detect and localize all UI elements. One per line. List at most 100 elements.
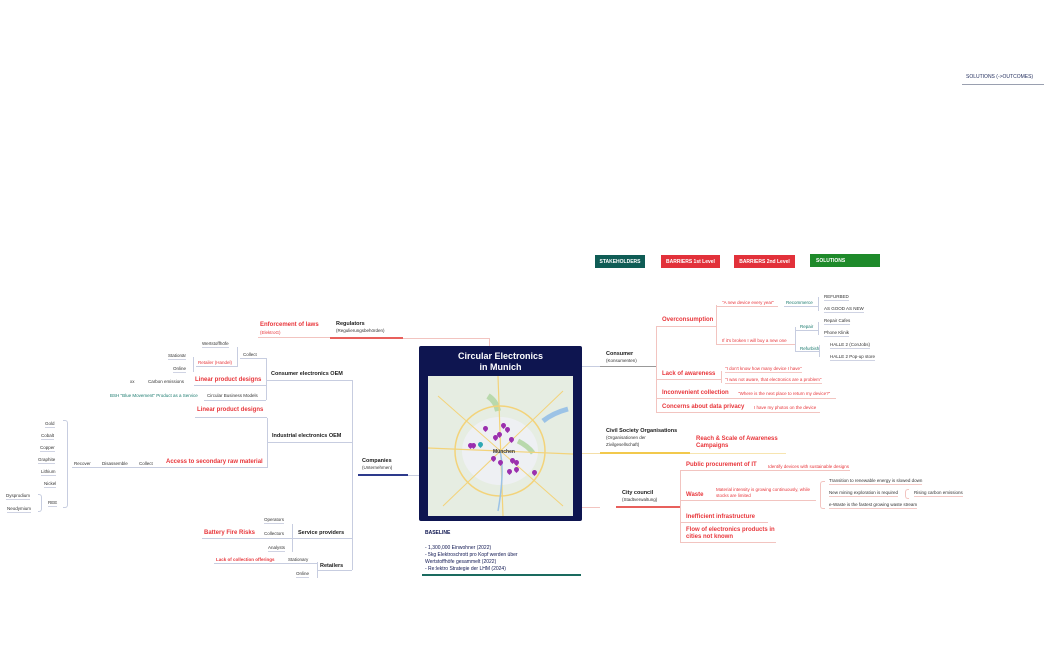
node-online[interactable]: Online (173, 366, 187, 373)
connector (656, 398, 836, 399)
legend-barriers-2nd: BARRIERS 2nd Level (734, 255, 795, 268)
connector (600, 366, 656, 367)
barrier-enforcement-of-laws[interactable]: Enforcement of laws (260, 322, 319, 328)
barrier-data-privacy[interactable]: Concerns about data privacy (662, 404, 745, 410)
node-companies[interactable]: Companies (362, 458, 392, 464)
node-regulators[interactable]: Regulators (336, 321, 365, 327)
connector (721, 371, 722, 383)
node-retailers[interactable]: Retailers (320, 563, 344, 569)
material-neodymium[interactable]: Neodymium (7, 506, 32, 513)
node-regulators-sub: (Regulierungsbehörden) (336, 328, 385, 333)
consequence-ewaste[interactable]: e-Waste is the fastest growing waste str… (829, 502, 918, 509)
barrier-flow-of-electronics-2: cities not known (686, 534, 734, 540)
node-civil-society[interactable]: Civil Society Organisations (606, 428, 678, 434)
divider (962, 84, 1044, 85)
node-retailer-handel[interactable]: Retailer (Handel) (198, 360, 233, 365)
material-cobalt[interactable]: Cobalt (41, 433, 55, 440)
barrier-lack-of-awareness[interactable]: Lack of awareness (662, 371, 716, 377)
solution-refurbish[interactable]: Refurbish (800, 346, 820, 351)
connector (266, 380, 352, 381)
quote-not-aware[interactable]: "I was not aware, that electronics are a… (725, 377, 822, 384)
consequence-mining[interactable]: New mining exploration is required (829, 490, 899, 497)
solution-refurbed[interactable]: REFURBED (824, 294, 849, 301)
bracket-consequences (820, 481, 825, 509)
baseline-line: - 1,300,000 Einwohner (2022) (425, 545, 492, 551)
node-wertstoffhofe[interactable]: Wertstoffhöfe (202, 341, 229, 348)
connector (204, 400, 266, 401)
baseline-title: BASELINE (425, 530, 451, 536)
node-recover[interactable]: Recover (74, 461, 91, 466)
bracket-ree (38, 494, 42, 512)
node-companies-sub: (Unternehmen) (362, 465, 393, 470)
material-lithium[interactable]: Lithium (41, 469, 56, 476)
solution-halle2-conjobs[interactable]: HALLE 2 (ConJobs) (830, 342, 871, 349)
solution-phone-klinik[interactable]: Phone Klinik (824, 330, 850, 337)
solution-repair[interactable]: Repair (800, 324, 814, 329)
barrier-flow-of-electronics-1[interactable]: Flow of electronics products in (686, 527, 775, 533)
central-topic-card[interactable]: Circular Electronics in Munich München (419, 346, 582, 521)
material-nickel[interactable]: Nickel (44, 481, 57, 488)
node-city-council[interactable]: City council (622, 490, 654, 496)
material-ree[interactable]: REE (48, 500, 58, 507)
barrier-battery-fire-risks[interactable]: Battery Fire Risks (204, 530, 256, 536)
barrier-inconvenient-collection[interactable]: Inconvenient collection (662, 390, 729, 396)
barrier-linear-product-designs-industrial[interactable]: Linear product designs (197, 407, 264, 413)
node-operators[interactable]: Operators (264, 517, 285, 524)
barrier-lack-of-collection-offerings[interactable]: Lack of collection offerings (216, 557, 275, 562)
node-xx[interactable]: xx (130, 379, 135, 384)
material-graphite[interactable]: Graphite (38, 457, 56, 464)
consequence-rising-carbon[interactable]: Rising carbon emissions (914, 490, 963, 497)
companies-bracket (352, 380, 353, 570)
consequence-transition[interactable]: Transition to renewable energy is slowed… (829, 478, 923, 485)
material-gold[interactable]: Gold (45, 421, 55, 428)
solution-halle2-popup[interactable]: HALLE 2 Pop-up store (830, 354, 876, 361)
node-carbon-emissions[interactable]: Carbon emissions (148, 379, 185, 384)
node-civil-society-sub1: (Organisationen der (606, 435, 646, 440)
connector (656, 326, 716, 327)
quote-photos-on-device[interactable]: I have my photos on the device (754, 405, 817, 410)
barrier-linear-product-designs[interactable]: Linear product designs (195, 377, 262, 383)
quote-dont-know-devices[interactable]: "I don't know how many device I have" (725, 366, 802, 373)
solution-circular-business-models[interactable]: Circular Business Models (207, 393, 258, 398)
material-dysprodium[interactable]: Dysprodium (6, 493, 31, 500)
munich-map: München (428, 376, 573, 516)
connector (656, 412, 820, 413)
barrier-material-intensity-1[interactable]: Material intensity is growing continuous… (716, 487, 810, 492)
node-consumer-oem[interactable]: Consumer electronics OEM (271, 371, 343, 377)
barrier-waste[interactable]: Waste (686, 492, 704, 498)
barrier-overconsumption[interactable]: Overconsumption (662, 317, 714, 323)
node-analysts[interactable]: Analysts (268, 545, 286, 552)
node-service-providers[interactable]: Service providers (298, 530, 345, 536)
node-collect-industrial[interactable]: Collect (139, 461, 153, 466)
node-stationary[interactable]: Stationary (288, 557, 309, 562)
quote-new-device-every-year[interactable]: "A new device every year" (722, 300, 774, 305)
connector (194, 385, 266, 386)
barrier-public-procurement[interactable]: Public procurement of IT (686, 462, 757, 468)
node-consumer[interactable]: Consumer (606, 351, 634, 357)
solution-as-good-as-new[interactable]: AS GOOD AS NEW (824, 306, 864, 313)
solution-repair-cafes[interactable]: Repair Cafes (824, 318, 851, 325)
node-collect[interactable]: Collect (243, 352, 257, 357)
connector (784, 306, 818, 307)
solution-identify-devices[interactable]: Identify devices with sustainable design… (768, 464, 850, 469)
connector (716, 344, 796, 345)
node-stationar[interactable]: Stationär (168, 353, 187, 360)
quote-where-return[interactable]: "Where is the next place to return my de… (738, 391, 831, 396)
node-disassemble[interactable]: Disassemble (102, 461, 128, 466)
connector (818, 297, 819, 311)
quote-if-broken[interactable]: If it's broken I will buy a new one (722, 338, 787, 343)
connector (795, 327, 796, 351)
connector (582, 453, 600, 454)
connector (680, 542, 776, 543)
barrier-inefficient-infrastructure[interactable]: Inefficient infrastructure (686, 514, 756, 520)
solution-bsh-blue-movement[interactable]: BSH "Blue Movement" Product as a Service (110, 393, 198, 398)
barrier-access-secondary-raw-material[interactable]: Access to secondary raw material (166, 459, 263, 465)
node-online-retail[interactable]: Online (296, 571, 310, 578)
node-industrial-oem[interactable]: Industrial electronics OEM (272, 433, 342, 439)
material-copper[interactable]: Copper (40, 445, 55, 452)
connector (195, 417, 267, 418)
node-collectors[interactable]: Collectors (264, 531, 285, 536)
node-civil-society-sub2: Zivilgesellschaft) (606, 442, 640, 447)
solution-recommerce[interactable]: Recommerce (786, 300, 813, 305)
barrier-reach-scale-1[interactable]: Reach & Scale of Awareness (696, 436, 778, 442)
